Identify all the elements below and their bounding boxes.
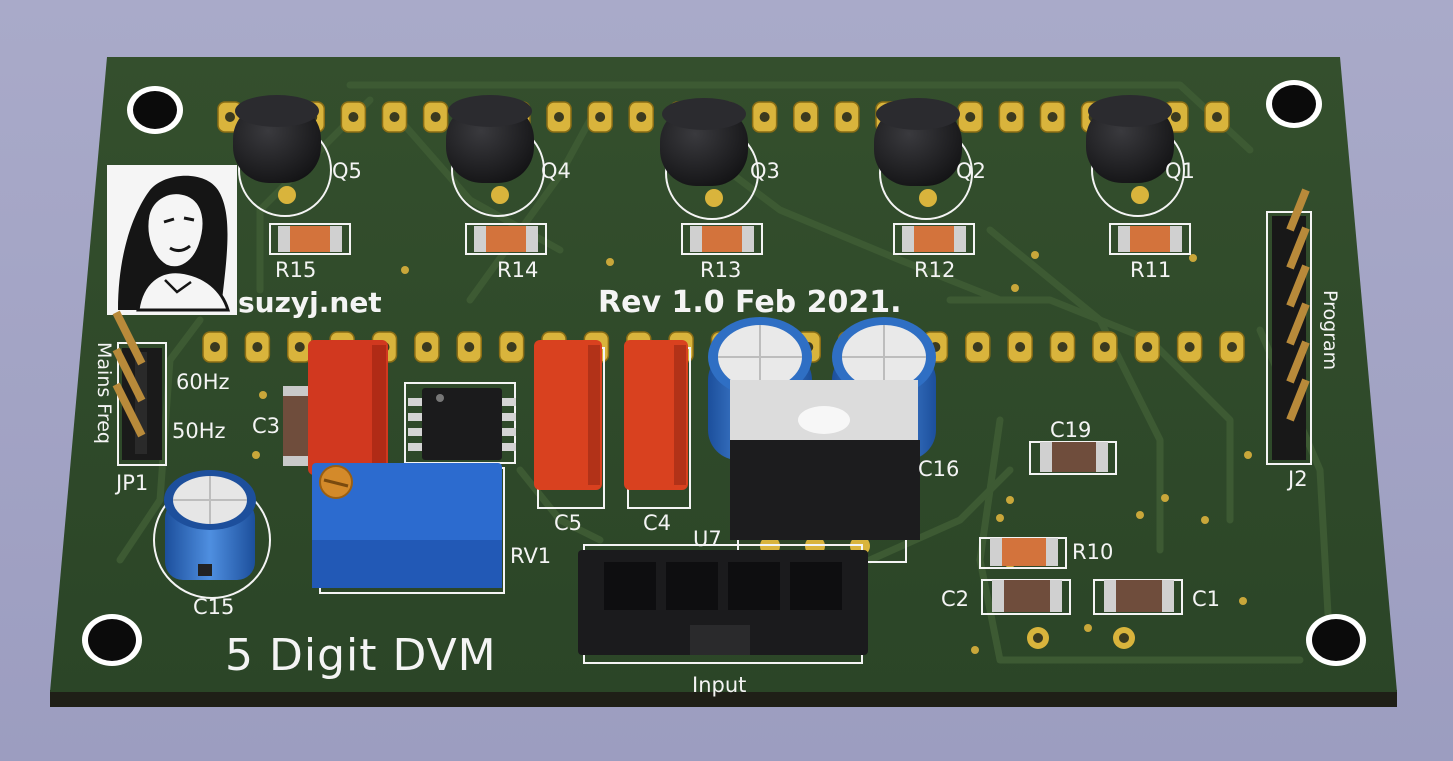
- label-c19: C19: [1050, 418, 1091, 442]
- c5-film-capacitor: [534, 340, 605, 509]
- header-bottom-pad: [202, 331, 228, 363]
- c4-film-capacitor: [624, 340, 691, 509]
- label-r10: R10: [1072, 540, 1113, 564]
- label-jp1: JP1: [114, 471, 148, 495]
- board-title: 5 Digit DVM: [225, 630, 497, 681]
- header-top-pad: [1204, 101, 1230, 133]
- to92-transistor: [660, 98, 759, 220]
- header-bottom-pad: [414, 331, 440, 363]
- soic8-ic: [404, 382, 516, 464]
- label-c1: C1: [1192, 587, 1220, 611]
- header-bottom-pad: [498, 331, 525, 363]
- label-c5: C5: [554, 511, 582, 535]
- header-bottom-pad: [244, 331, 271, 363]
- smd-resistor: [681, 223, 763, 255]
- header-bottom-pad: [1092, 331, 1118, 363]
- label-c3: C3: [252, 414, 280, 438]
- label-50hz: 50Hz: [172, 419, 226, 443]
- test-pads: [1027, 627, 1135, 649]
- u7-voltage-regulator: [730, 380, 920, 563]
- pcb-edge: [50, 690, 1397, 707]
- label-input: Input: [692, 673, 746, 697]
- smd-resistor: [893, 223, 975, 255]
- transistor-group: [233, 95, 1185, 220]
- header-bottom-pad: [456, 331, 482, 363]
- header-top-pad: [628, 101, 654, 133]
- header-bottom-pad: [1134, 331, 1160, 363]
- label-j2: J2: [1286, 467, 1308, 491]
- label-u7: U7: [693, 527, 722, 551]
- label-c16: C16: [918, 457, 959, 481]
- label-r15: R15: [275, 258, 316, 282]
- header-bottom-pad: [1049, 331, 1076, 363]
- label-q4: Q4: [541, 159, 571, 183]
- label-rv1: RV1: [510, 544, 551, 568]
- header-bottom-pad: [1219, 331, 1245, 363]
- silkscreen-labels: Q5 Q4 Q3 Q2 Q1 R15 R14 R13 R12 R11 suzyj…: [93, 159, 1341, 697]
- smd-resistor: [1109, 223, 1191, 255]
- label-r11: R11: [1130, 258, 1171, 282]
- header-top-pad: [793, 101, 819, 133]
- film-capacitor-left: [308, 340, 388, 475]
- label-c4: C4: [643, 511, 671, 535]
- jp1-jumper-header: [112, 310, 167, 466]
- c1-smd-capacitor: [1093, 579, 1183, 615]
- header-top-pad: [1039, 101, 1066, 133]
- label-program: Program: [1319, 290, 1341, 370]
- header-top-pad: [998, 101, 1025, 133]
- revision-text: Rev 1.0 Feb 2021.: [598, 285, 901, 320]
- rv1-trimmer-potentiometer: [312, 463, 505, 594]
- header-top-pad: [381, 101, 408, 133]
- label-60hz: 60Hz: [176, 370, 230, 394]
- label-q2: Q2: [956, 159, 986, 183]
- label-q5: Q5: [332, 159, 362, 183]
- c19-smd-capacitor: [1029, 441, 1117, 475]
- label-c2: C2: [941, 587, 969, 611]
- suzyj-logo-image: [107, 165, 237, 315]
- header-top-pad: [340, 101, 367, 133]
- j2-program-header: [1266, 188, 1312, 465]
- header-top-pad: [957, 101, 983, 133]
- to92-transistor: [233, 95, 332, 217]
- to92-transistor: [446, 95, 545, 217]
- header-top-pad: [422, 101, 449, 133]
- header-top-pad: [751, 101, 778, 133]
- label-q1: Q1: [1165, 159, 1195, 183]
- c15-electrolytic-capacitor: [153, 470, 271, 599]
- header-top-pad: [587, 101, 613, 133]
- to92-transistor: [1086, 95, 1185, 217]
- resistor-group: [269, 223, 1191, 255]
- header-bottom-pad: [1176, 331, 1203, 363]
- label-c15: C15: [193, 595, 234, 619]
- website-text: suzyj.net: [238, 286, 382, 319]
- header-top-pad: [546, 101, 572, 133]
- smd-resistor: [269, 223, 351, 255]
- label-r14: R14: [497, 258, 538, 282]
- c2-smd-capacitor: [981, 579, 1071, 615]
- smd-resistor: [465, 223, 547, 255]
- mounting-holes: [82, 80, 1366, 666]
- label-q3: Q3: [750, 159, 780, 183]
- label-mains-freq: Mains Freq: [93, 342, 115, 444]
- header-bottom-pad: [1007, 331, 1033, 363]
- header-top-pad: [834, 101, 860, 133]
- label-r13: R13: [700, 258, 741, 282]
- to92-transistor: [874, 98, 973, 220]
- header-bottom-pad: [965, 331, 991, 363]
- input-connector: [578, 544, 868, 664]
- r10-smd-resistor: [979, 537, 1067, 569]
- label-r12: R12: [914, 258, 955, 282]
